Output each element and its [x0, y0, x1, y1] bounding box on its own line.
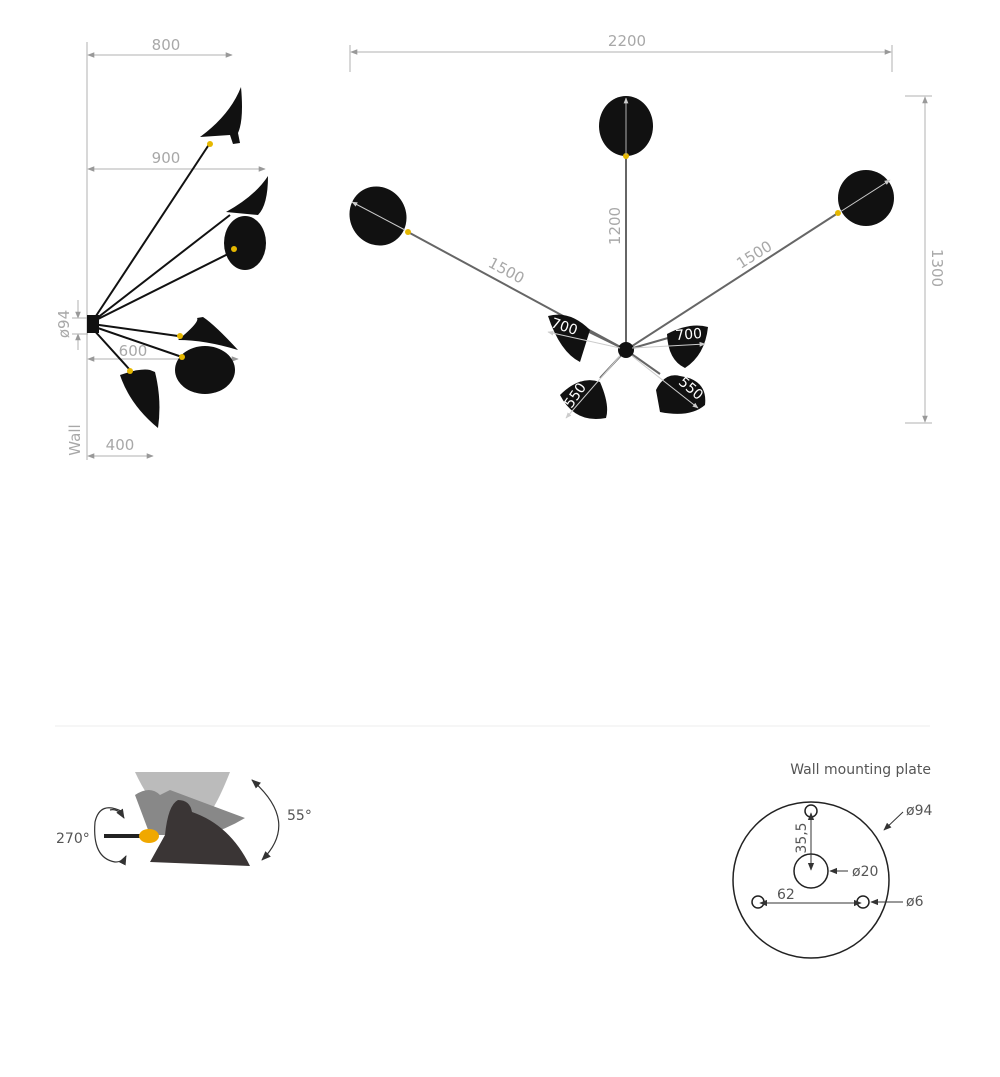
- dim-800-label: 800: [152, 36, 181, 54]
- rotation-diagram: 270° 55°: [56, 772, 312, 866]
- dim-diameter-label: ø94: [55, 310, 73, 338]
- dim-400-label: 400: [106, 436, 135, 454]
- dim-upper-left-label: 700: [549, 315, 579, 338]
- center-hub: [618, 342, 634, 358]
- shade: [224, 216, 266, 270]
- vertical-offset-label: 35,5: [794, 822, 810, 853]
- dim-600-label: 600: [119, 342, 148, 360]
- joint-icon: [139, 829, 159, 843]
- shade: [226, 176, 268, 215]
- shade: [200, 87, 242, 144]
- shade: [178, 317, 238, 350]
- shade: [120, 369, 160, 428]
- mounting-plate-title: Wall mounting plate: [790, 762, 931, 778]
- dim-height-label: 1300: [928, 249, 946, 287]
- shade-upper-right: [667, 325, 708, 368]
- front-view: 2200 1300 1200 1500 1500 700: [349, 32, 946, 424]
- side-view: 800 900 ø94 600 400 Wall: [55, 36, 268, 460]
- dim-left-arm-label: 1500: [485, 254, 527, 288]
- hole-diameter-label: ø6: [906, 894, 924, 910]
- swivel-angle-label: 270°: [56, 831, 90, 847]
- dim-width-label: 2200: [608, 32, 646, 50]
- screw-hole: [856, 895, 870, 909]
- shade: [175, 346, 235, 394]
- screw-hole: [751, 895, 765, 909]
- shade-icon: [150, 800, 250, 866]
- dim-center-arm-label: 1200: [606, 207, 624, 245]
- shade-lower-left: [560, 380, 608, 420]
- wall-label: Wall: [66, 424, 84, 455]
- plate-outline: [732, 801, 890, 959]
- shade-right: [838, 170, 894, 226]
- wall-base: [87, 315, 99, 333]
- tilt-arc: [251, 779, 280, 861]
- shade-upper-left: [548, 314, 590, 362]
- center-diameter-label: ø20: [852, 864, 878, 880]
- hole-spacing-label: 62: [777, 887, 795, 903]
- outer-diameter-label: ø94: [906, 803, 932, 819]
- tilt-angle-label: 55°: [287, 808, 312, 824]
- dim-900-label: 900: [152, 149, 181, 167]
- dim-upper-right-label: 700: [675, 326, 703, 344]
- mounting-plate: Wall mounting plate 35,5 62 ø94 ø20 ø6: [732, 762, 932, 959]
